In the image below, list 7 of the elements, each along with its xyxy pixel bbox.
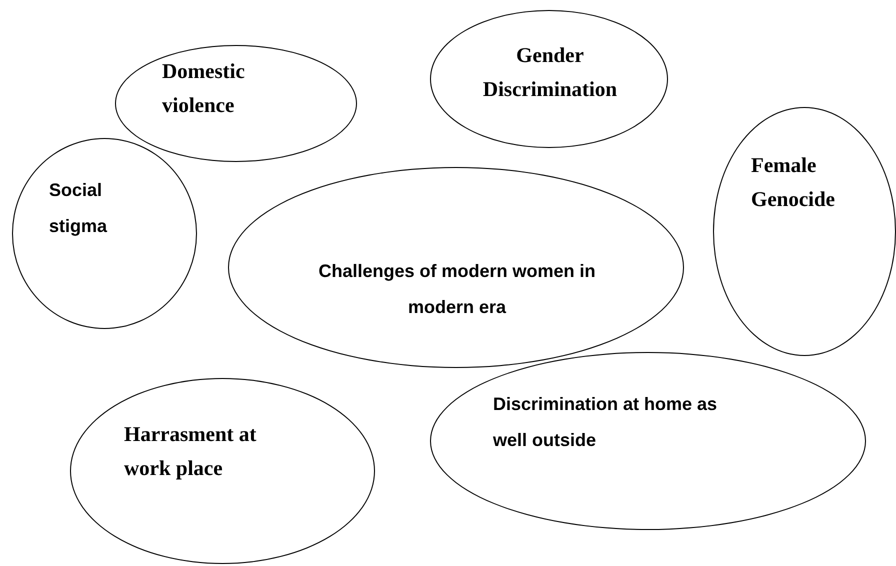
node-text: Discrimination at home as well outside: [493, 393, 718, 452]
node-text: Female Genocide: [751, 152, 836, 213]
node-text: Domestic violence: [162, 58, 246, 119]
node-text: Gender Discrimination: [482, 42, 618, 103]
node-text: Social stigma: [49, 179, 108, 238]
node-text: Harrasment at work place: [124, 421, 258, 482]
node-text: Challenges of modern women in modern era: [317, 260, 597, 319]
